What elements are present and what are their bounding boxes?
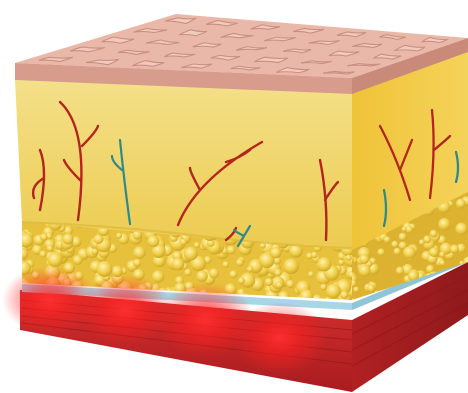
fat-cell [399, 233, 407, 241]
fat-cell [194, 242, 200, 248]
fat-cell [247, 266, 253, 272]
fat-cell [326, 284, 341, 299]
fat-cell [236, 259, 244, 267]
fat-cell [147, 235, 159, 247]
fat-cell [308, 271, 314, 277]
fat-cell [353, 287, 359, 293]
fat-cell [97, 261, 113, 277]
fat-cell [40, 233, 48, 241]
fat-cell [180, 239, 186, 245]
fat-cell [402, 227, 407, 232]
fat-cell [47, 245, 54, 252]
fat-cell [17, 248, 28, 259]
fat-cell [393, 248, 401, 256]
fat-cell [184, 247, 198, 261]
fat-cell [274, 269, 282, 277]
fat-cell [270, 247, 281, 258]
fat-cell [223, 261, 230, 268]
highlight-glow [232, 302, 328, 374]
fat-cell [48, 252, 63, 267]
fat-cell [340, 291, 348, 299]
fat-cell [227, 245, 236, 254]
fat-cell [320, 284, 327, 291]
fat-cell [62, 233, 73, 244]
fat-cell [133, 259, 141, 267]
fat-cell [429, 247, 439, 257]
fat-cell [430, 230, 438, 238]
fat-cell [92, 248, 98, 254]
fat-cell [396, 267, 404, 275]
fat-cell [384, 236, 391, 243]
fat-cell [438, 218, 450, 230]
fat-cell [439, 251, 445, 257]
fat-cell [184, 269, 191, 276]
fat-cell [116, 233, 122, 239]
fat-cell [172, 258, 185, 271]
fat-cell [359, 254, 369, 264]
fat-cell [377, 248, 385, 256]
fat-cell [455, 223, 467, 235]
fat-cell [229, 270, 237, 278]
fat-cell [311, 252, 318, 259]
fat-cell [73, 255, 83, 265]
fat-cell [439, 260, 445, 266]
fat-cell [346, 255, 352, 261]
fat-cell [317, 257, 331, 271]
fat-cell [456, 199, 466, 209]
fat-cell [283, 258, 299, 274]
fat-cell [450, 244, 459, 253]
fat-cell [358, 265, 370, 277]
fat-cell [391, 241, 398, 248]
fat-cell [403, 246, 416, 259]
fat-cell [152, 270, 164, 282]
fat-cell [275, 281, 282, 288]
fat-cell [265, 278, 273, 286]
fat-cell [286, 280, 294, 288]
fat-cell [367, 284, 375, 292]
fat-cell [39, 250, 46, 257]
fat-cell [238, 277, 245, 284]
fat-cell [133, 246, 146, 259]
fat-cell [19, 233, 34, 248]
fat-cell [419, 239, 425, 245]
fat-cell [196, 271, 207, 282]
fat-cell [209, 268, 219, 278]
